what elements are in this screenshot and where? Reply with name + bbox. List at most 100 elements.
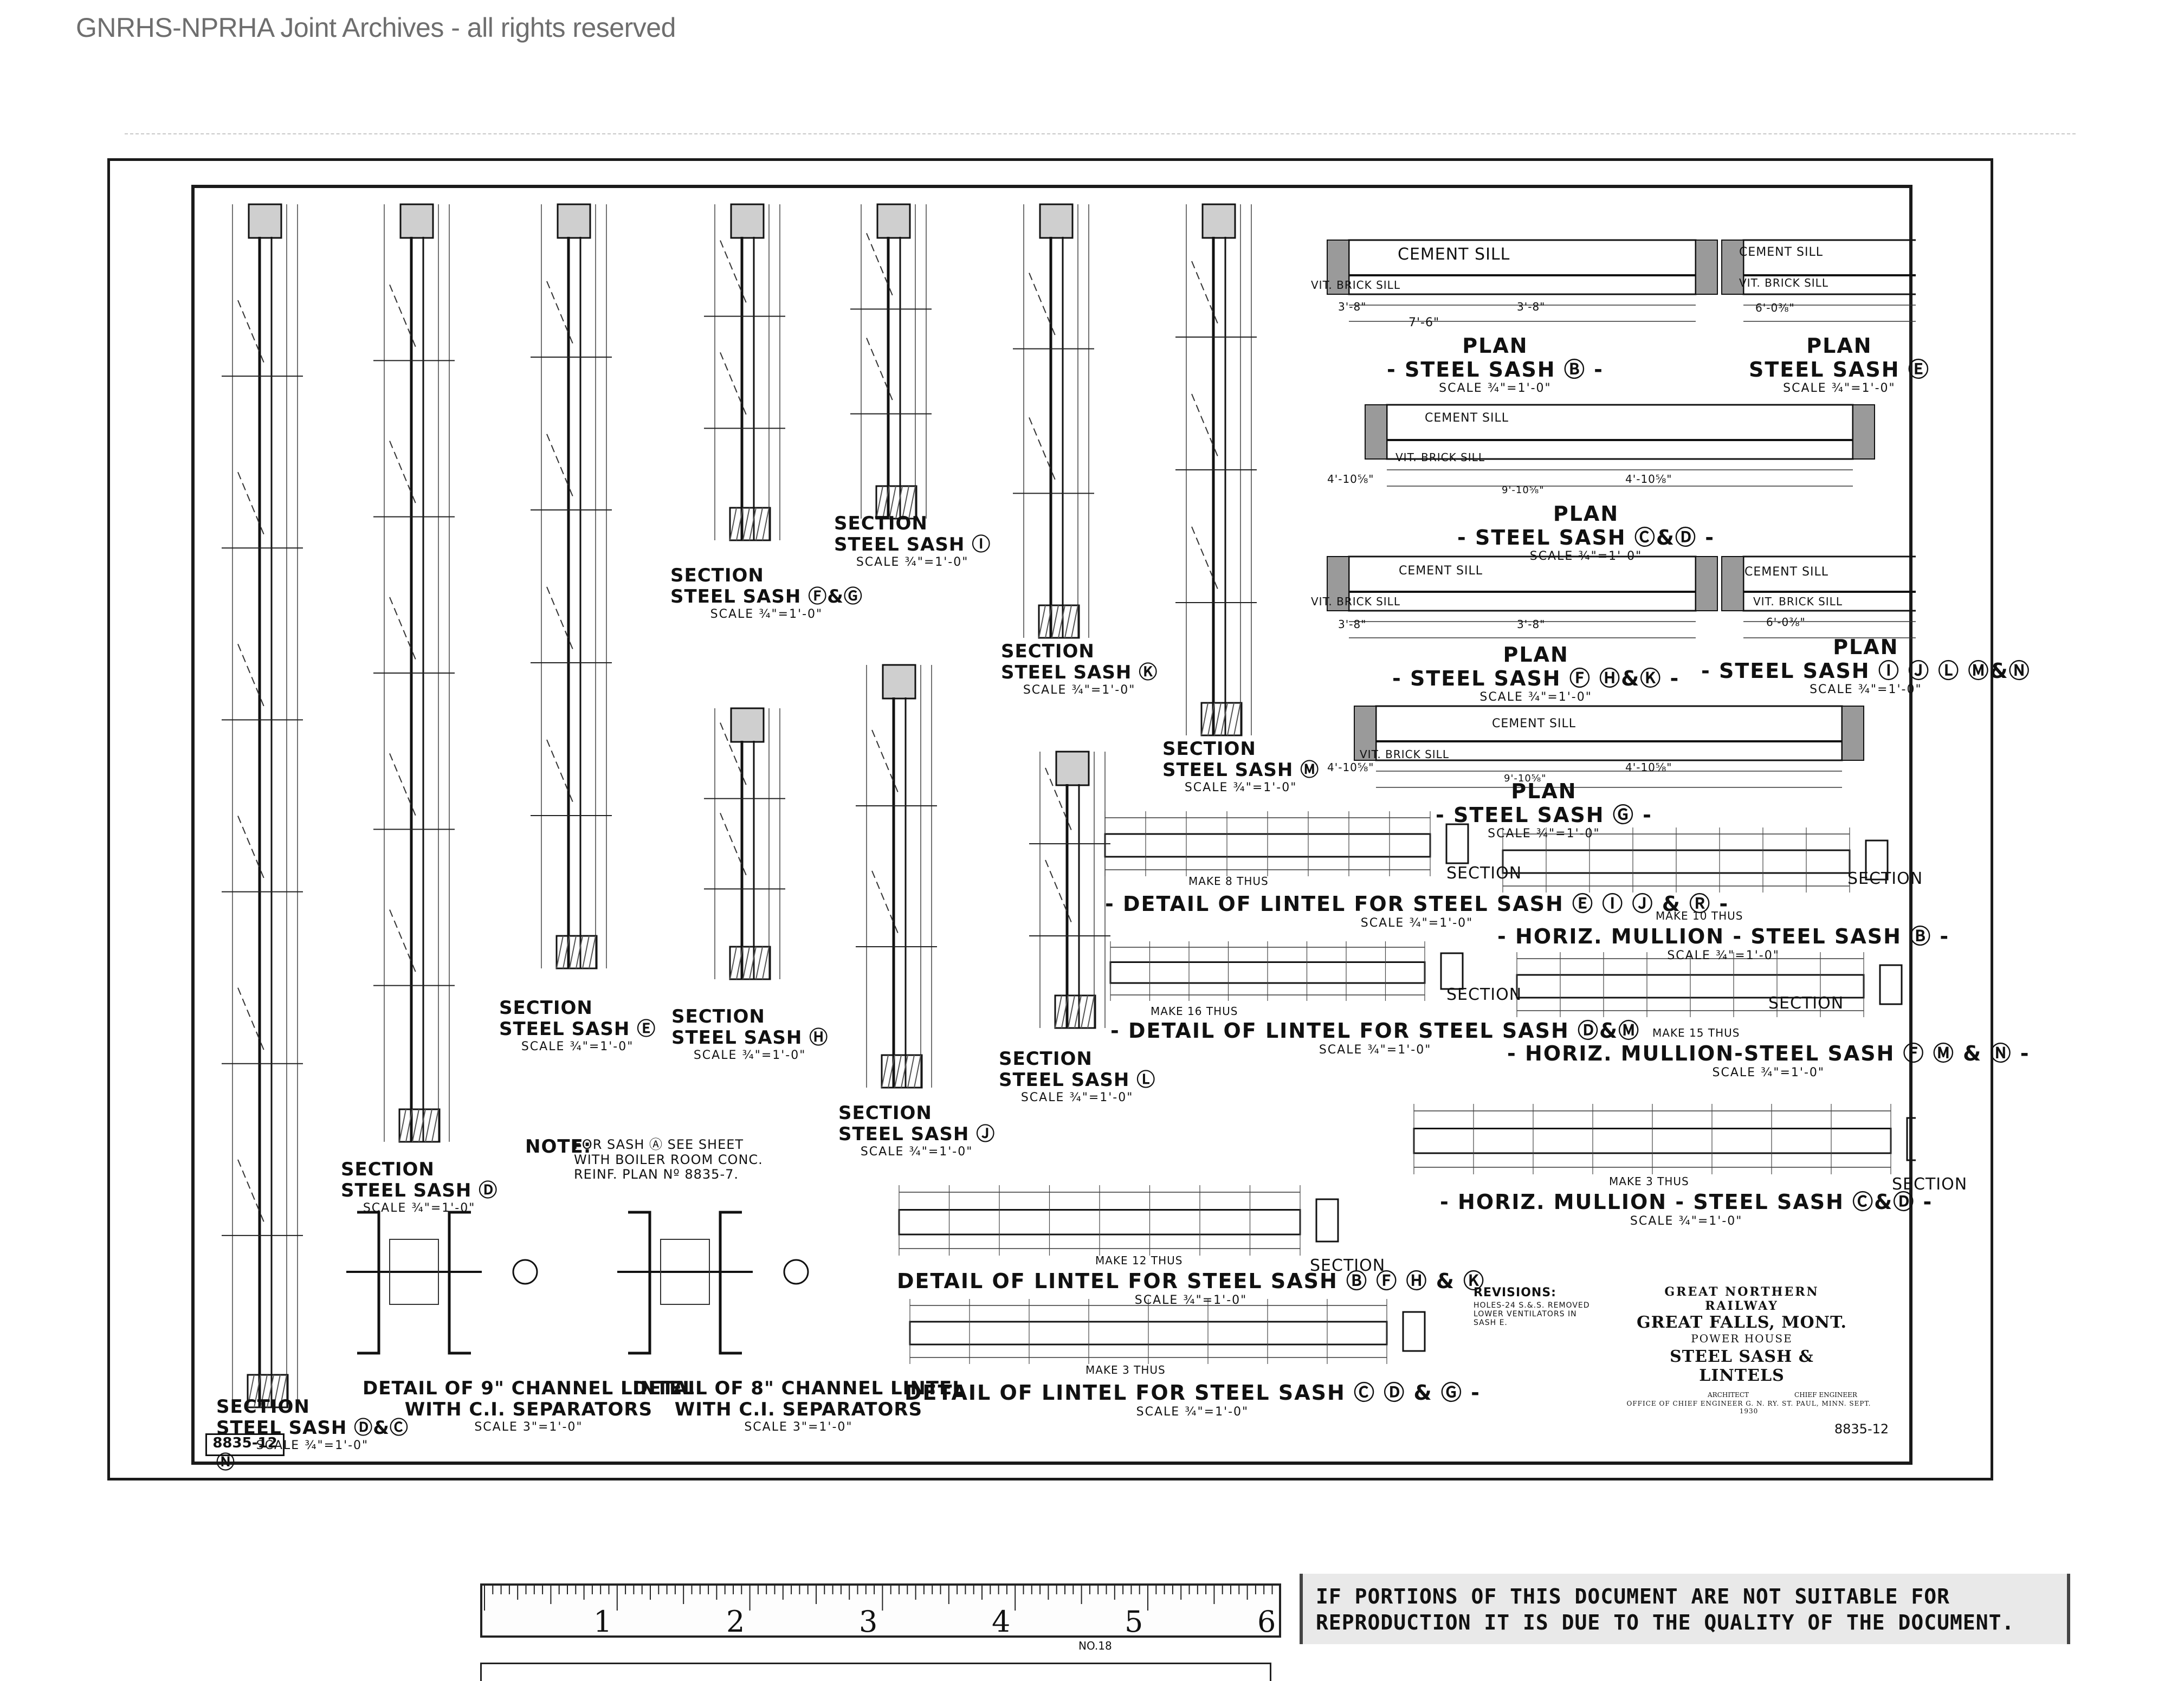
detail-lintel-dm-note: MAKE 16 THUS <box>1151 1005 1238 1018</box>
lintel-section <box>1865 839 1889 881</box>
plan-b-dim-total: 7'-6" <box>1408 316 1440 329</box>
hatch-line <box>729 507 737 541</box>
detail-mullion-b: - HORIZ. MULLION - STEEL SASH Ⓑ - SCALE … <box>1497 924 1950 962</box>
plan-g-dim-left: 4'-10⅝" <box>1327 761 1374 774</box>
wall-hatch <box>1354 706 1377 761</box>
hatch-line <box>742 946 750 980</box>
plan-e-brick-sill: VIT. BRICK SILL <box>1739 276 1828 289</box>
wall-hatch <box>1327 240 1349 295</box>
wall-hatch <box>1721 556 1744 611</box>
hatch-line <box>563 935 570 969</box>
hatch-line <box>1058 605 1065 638</box>
plan-b-brick-sill: VIT. BRICK SILL <box>1311 279 1400 292</box>
channel-right <box>719 1211 742 1355</box>
quality-notice-text: IF PORTIONS OF THIS DOCUMENT ARE NOT SUI… <box>1316 1585 2015 1634</box>
lintel-section <box>1879 964 1903 1005</box>
hatch-line <box>736 946 744 980</box>
hatch-line <box>762 946 770 980</box>
ruler-model: No.18 <box>1078 1639 1112 1652</box>
plan-label-fhk: PLAN- STEEL SASH Ⓕ Ⓗ&Ⓚ - SCALE ¾"=1'-0" <box>1392 643 1680 704</box>
plan-b-cement-sill: CEMENT SILL <box>1398 245 1510 264</box>
wall-hatch <box>1721 240 1744 295</box>
wall-hatch <box>1695 240 1718 295</box>
sill-block <box>1055 751 1090 786</box>
scan-artifact-line <box>125 133 2076 134</box>
note-label: NOTE: <box>525 1136 592 1158</box>
hatch-line <box>749 507 757 541</box>
hatch-line <box>412 1109 419 1142</box>
sill-block <box>882 664 916 700</box>
detail-mullion-cd-note: MAKE 3 THUS <box>1609 1175 1689 1188</box>
detail-lintel-bfhk: DETAIL OF LINTEL FOR STEEL SASH Ⓑ Ⓕ Ⓗ & … <box>897 1269 1485 1307</box>
hatch-line <box>582 935 590 969</box>
engineer-label: CHIEF ENGINEER <box>1794 1391 1857 1399</box>
hatch-line <box>1038 605 1046 638</box>
drawing-subject: STEEL SASH & LINTELS <box>1670 1347 1814 1385</box>
plan-e-cement-sill: CEMENT SILL <box>1739 245 1823 259</box>
revisions-title: REVISIONS: <box>1474 1286 1556 1299</box>
detail-section-label-2: SECTION <box>1847 869 1923 888</box>
sill-block <box>1039 203 1074 239</box>
hatch-line <box>894 1055 902 1088</box>
detail-section-label-3: SECTION <box>1446 985 1522 1004</box>
location: GREAT FALLS, MONT. <box>1637 1313 1847 1332</box>
lintel-section <box>1315 1198 1339 1243</box>
hatch-line <box>425 1109 432 1142</box>
sheet-number-left: 8835-12 <box>205 1433 285 1456</box>
plan-label-b: PLAN- STEEL SASH Ⓑ - SCALE ¾"=1'-0" <box>1387 334 1604 396</box>
hatch-line <box>1214 702 1222 736</box>
channel-left <box>357 1211 380 1355</box>
building: POWER HOUSE <box>1691 1332 1793 1345</box>
detail-lintel-cdg: DETAIL OF LINTEL FOR STEEL SASH Ⓒ Ⓓ & Ⓖ … <box>904 1381 1481 1419</box>
hatch-line <box>1071 605 1078 638</box>
hatch-line <box>1051 605 1059 638</box>
hatch-line <box>405 1109 413 1142</box>
hatch-line <box>881 1055 889 1088</box>
revisions-text: HOLES-24 S.&.S. REMOVED LOWER VENTILATOR… <box>1474 1301 1590 1328</box>
hatch-line <box>749 946 757 980</box>
quality-notice: IF PORTIONS OF THIS DOCUMENT ARE NOT SUI… <box>1300 1574 2070 1644</box>
plan-fhk-brick-sill: VIT. BRICK SILL <box>1311 595 1400 608</box>
hatch-line <box>762 507 770 541</box>
hatch-line <box>729 946 737 980</box>
plan-b-dim-right: 3'-8" <box>1517 300 1546 313</box>
plan-cd-cement-sill: CEMENT SILL <box>1425 411 1509 425</box>
separator <box>389 1239 439 1305</box>
hatch-line <box>902 486 909 519</box>
detail-lintel-cdg-note: MAKE 3 THUS <box>1085 1363 1166 1376</box>
plan-e-dim: 6'-0⅜" <box>1755 301 1795 314</box>
scale-ruler: 1 2 3 4 5 6 No.18 <box>480 1583 1281 1652</box>
hatch-line <box>901 1055 908 1088</box>
detail-lintel-eijr: - DETAIL OF LINTEL FOR STEEL SASH Ⓔ Ⓘ Ⓙ … <box>1105 892 1729 930</box>
lintel-section <box>1402 1311 1426 1352</box>
title-block: GREAT NORTHERN RAILWAY GREAT FALLS, MONT… <box>1631 1285 1853 1385</box>
plan-fhk-dim-right: 3'-8" <box>1517 618 1546 631</box>
hatch-line <box>1055 995 1062 1029</box>
plan-ijlmn-brick-sill: VIT. BRICK SILL <box>1753 595 1843 608</box>
hatch-line <box>907 1055 915 1088</box>
plan-cd-dim-left: 4'-10⅝" <box>1327 473 1374 486</box>
hatch-line <box>589 935 596 969</box>
wall-hatch <box>1365 404 1387 460</box>
hatch-line <box>431 1109 439 1142</box>
hatch-line <box>914 1055 921 1088</box>
hatch-line <box>736 507 744 541</box>
plan-fhk-dim-left: 3'-8" <box>1338 618 1367 631</box>
rivet-detail <box>512 1259 538 1285</box>
hatch-line <box>1207 702 1215 736</box>
plan-fhk-cement-sill: CEMENT SILL <box>1399 564 1483 578</box>
hatch-line <box>273 1374 281 1408</box>
sill-block <box>876 203 911 239</box>
hatch-line <box>1068 995 1075 1029</box>
detail-section-label-5: SECTION <box>1892 1175 1968 1194</box>
ruler-mark-3: 3 <box>859 1605 878 1639</box>
hatch-line <box>1074 995 1082 1029</box>
ruler-mark-2: 2 <box>726 1605 745 1639</box>
lintel-section <box>1445 823 1469 864</box>
plan-g-dim-right: 4'-10⅝" <box>1625 761 1672 774</box>
